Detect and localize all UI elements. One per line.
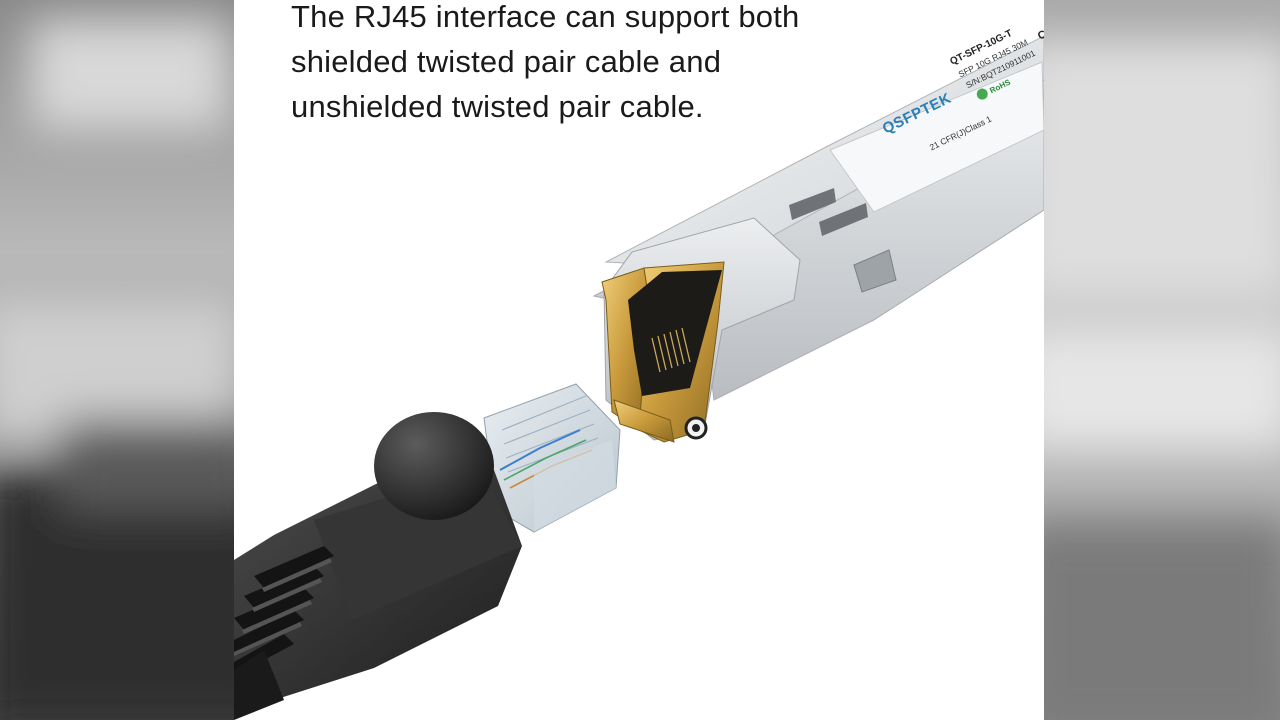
rohs-leaf-icon [974,86,990,102]
headline-line-1: The RJ45 interface can support both [291,0,800,34]
right-blurred-background [1044,0,1280,720]
ce-mark: CE [1035,25,1044,43]
rohs-mark: RoHS [988,77,1012,96]
headline-line-2: shielded twisted pair cable and [291,44,722,79]
left-blurred-background [0,0,234,720]
headline-text: The RJ45 interface can support both shie… [291,0,799,129]
brand-logo-text: QSFPTEK [879,89,955,138]
product-photo: The RJ45 interface can support both shie… [234,0,1044,720]
headline-line-3: unshielded twisted pair cable. [291,89,704,124]
sfp-module-and-rj45-cable-illustration [234,35,1044,720]
